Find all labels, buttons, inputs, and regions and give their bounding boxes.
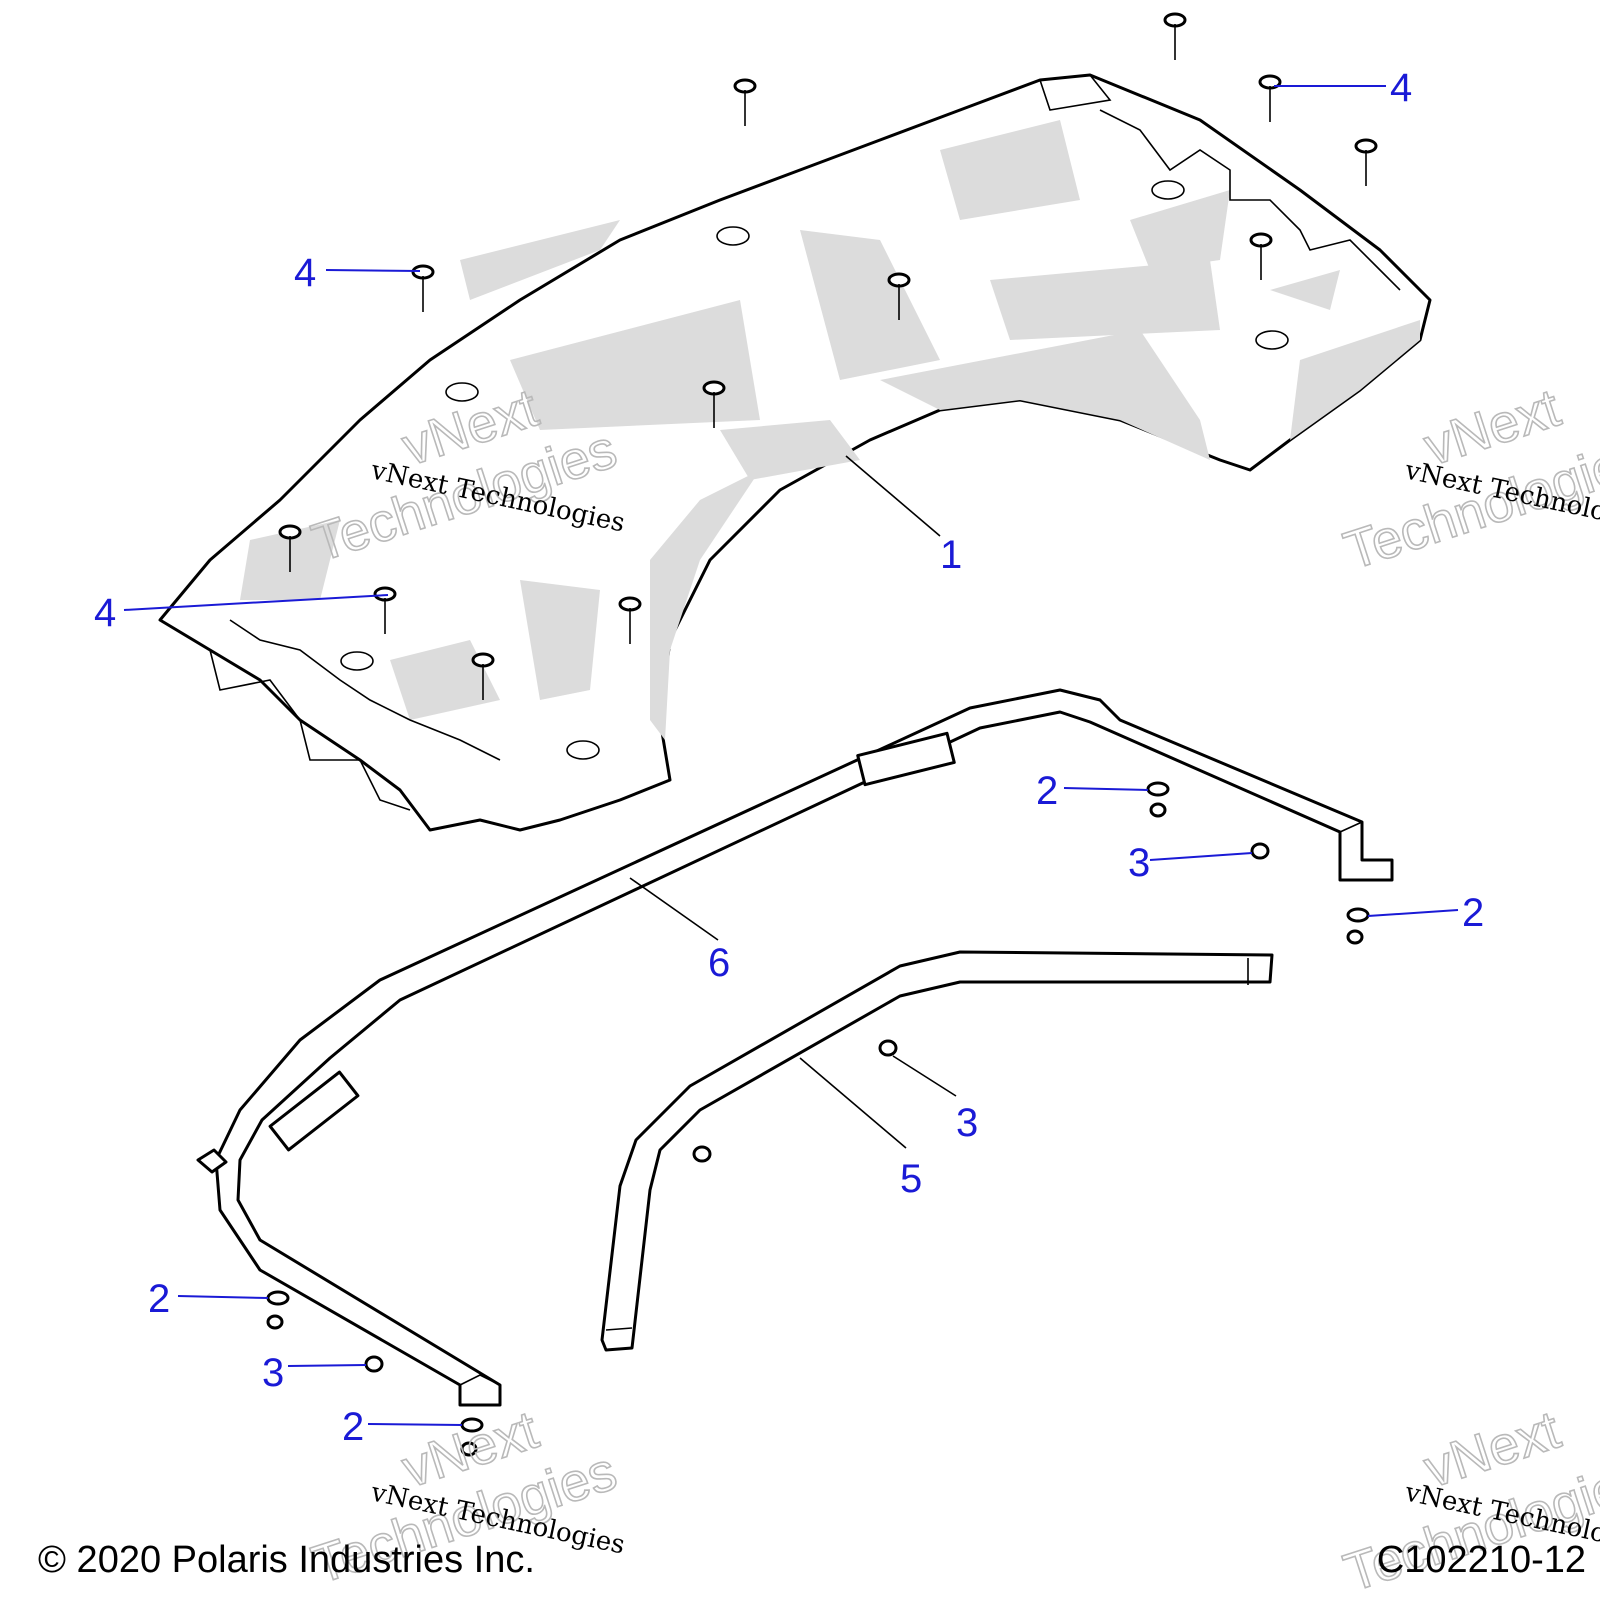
callout-6: 6 xyxy=(708,941,730,985)
callout-4: 4 xyxy=(294,251,316,295)
watermark-top-right: vNext Technologies vNext Technologies xyxy=(1336,377,1600,582)
callout-3: 3 xyxy=(262,1351,284,1395)
bolt xyxy=(1163,12,1187,60)
panel-part-1 xyxy=(158,73,1432,832)
callout-2: 2 xyxy=(148,1277,170,1321)
leader-lines xyxy=(123,85,1459,1426)
nuts-part-3 xyxy=(364,842,1270,1373)
figure-id: C102210-12 xyxy=(1377,1539,1586,1581)
callout-2: 2 xyxy=(1462,891,1484,935)
bolt xyxy=(1354,138,1378,186)
callout-1: 1 xyxy=(940,533,962,577)
bolt xyxy=(1258,74,1282,122)
washers-part-2 xyxy=(266,781,1370,1457)
callout-5: 5 xyxy=(900,1157,922,1201)
bolt xyxy=(702,380,726,428)
callout-3: 3 xyxy=(956,1101,978,1145)
bolts-part-4 xyxy=(278,12,1378,700)
bolt xyxy=(278,524,302,572)
callout-2: 2 xyxy=(1036,769,1058,813)
rail-part-5 xyxy=(600,950,1274,1352)
copyright-text: © 2020 Polaris Industries Inc. xyxy=(38,1539,535,1581)
callout-4: 4 xyxy=(94,591,116,635)
bolt xyxy=(618,596,642,644)
rail-part-6 xyxy=(196,688,1394,1407)
bolt xyxy=(1249,232,1273,280)
bolt xyxy=(411,264,435,312)
bolt xyxy=(471,652,495,700)
callout-4: 4 xyxy=(1390,66,1412,110)
callout-labels: 1 2 2 2 2 3 3 3 4 4 4 5 6 xyxy=(94,66,1484,1449)
bolt xyxy=(373,586,397,634)
callout-3: 3 xyxy=(1128,841,1150,885)
bolt xyxy=(887,272,911,320)
bolt xyxy=(733,78,757,126)
callout-2: 2 xyxy=(342,1405,364,1449)
